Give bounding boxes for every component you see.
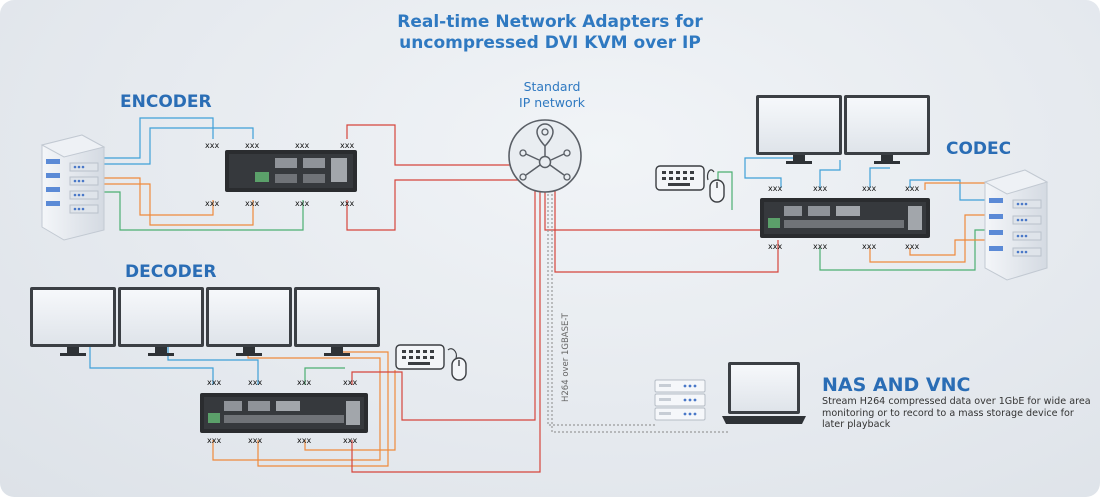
svg-text:xxx: xxx	[768, 242, 782, 251]
svg-text:xxx: xxx	[205, 141, 219, 150]
keyboard-icon	[395, 344, 445, 370]
codec-label: CODEC	[946, 139, 1012, 159]
adapter-board-icon	[225, 150, 357, 192]
svg-text:xxx: xxx	[862, 242, 876, 251]
svg-text:xxx: xxx	[813, 184, 827, 193]
svg-text:xxx: xxx	[905, 242, 919, 251]
svg-text:xxx: xxx	[207, 436, 221, 445]
title-line-1: Real-time Network Adapters for	[397, 12, 703, 32]
server-rack-icon	[40, 134, 106, 241]
diagram-title: Real-time Network Adapters for uncompres…	[0, 12, 1100, 54]
laptop-icon	[722, 362, 806, 424]
svg-text:xxx: xxx	[905, 184, 919, 193]
server-rack-icon	[983, 169, 1049, 281]
svg-text:xxx: xxx	[248, 436, 262, 445]
encoder-label: ENCODER	[120, 92, 212, 112]
cables	[89, 117, 985, 473]
svg-text:xxx: xxx	[340, 141, 354, 150]
nas-device-icon	[654, 379, 706, 421]
adapter-board-icon	[200, 393, 368, 433]
monitor-icon	[30, 287, 380, 356]
nas-description: Stream H264 compressed data over 1GbE fo…	[822, 396, 1091, 430]
nas-label: NAS AND VNC	[822, 374, 971, 396]
svg-text:xxx: xxx	[295, 199, 309, 208]
link-label: H264 over 1GBASE-T	[561, 312, 571, 402]
svg-text:xxx: xxx	[340, 199, 354, 208]
svg-text:xxx: xxx	[297, 378, 311, 387]
svg-text:xxx: xxx	[862, 184, 876, 193]
svg-text:xxx: xxx	[813, 242, 827, 251]
keyboard-icon	[655, 165, 705, 191]
svg-text:xxx: xxx	[205, 199, 219, 208]
network-label-line-2: IP network	[519, 95, 585, 110]
svg-text:xxx: xxx	[245, 199, 259, 208]
svg-text:xxx: xxx	[297, 436, 311, 445]
svg-text:xxx: xxx	[248, 378, 262, 387]
mouse-icon	[447, 348, 467, 381]
svg-text:xxx: xxx	[768, 184, 782, 193]
decoder-label: DECODER	[125, 262, 217, 282]
network-hub-icon	[508, 119, 582, 193]
svg-text:xxx: xxx	[343, 436, 357, 445]
network-label: Standard IP network	[492, 79, 612, 111]
title-line-2: uncompressed DVI KVM over IP	[399, 33, 701, 53]
svg-text:xxx: xxx	[295, 141, 309, 150]
adapter-board-icon	[760, 198, 930, 238]
mouse-icon	[706, 169, 725, 203]
network-label-line-1: Standard	[523, 79, 581, 94]
svg-text:xxx: xxx	[207, 378, 221, 387]
svg-text:xxx: xxx	[245, 141, 259, 150]
monitor-icon	[756, 95, 930, 164]
svg-text:xxx: xxx	[343, 378, 357, 387]
